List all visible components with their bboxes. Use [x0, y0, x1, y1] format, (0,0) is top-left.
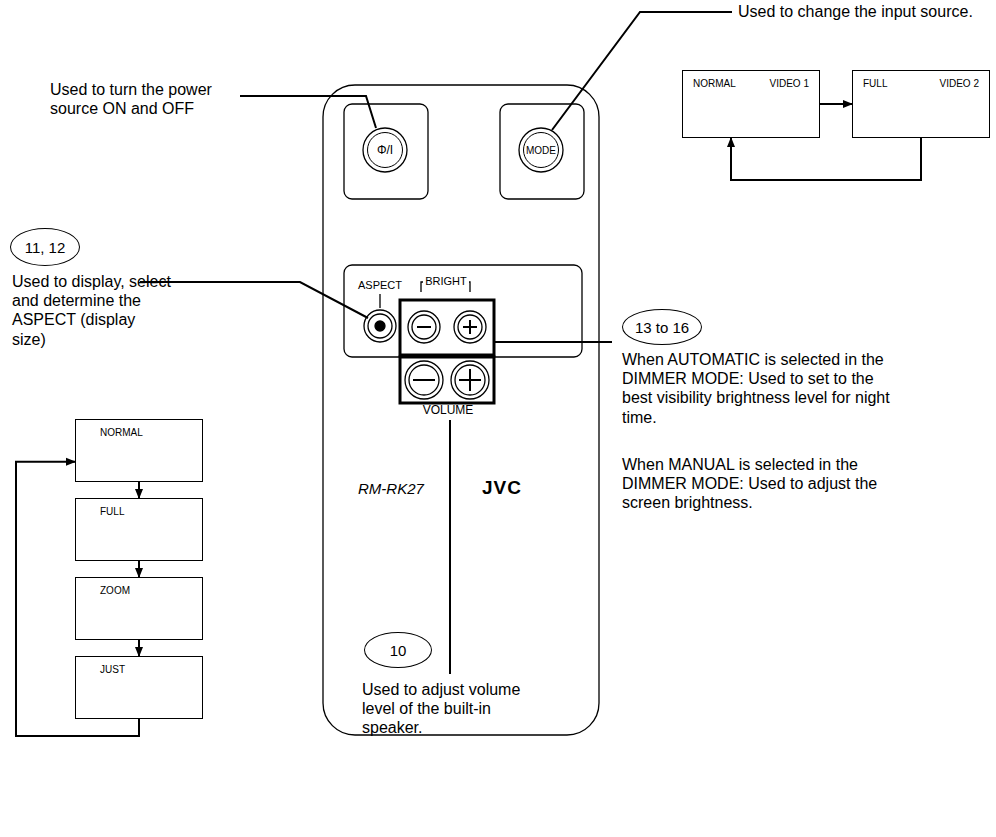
- leader-line: [449, 420, 451, 674]
- box-text: FULL: [863, 78, 887, 89]
- box-text: NORMAL: [693, 78, 736, 89]
- minus-sign: [417, 326, 431, 328]
- button-label: ASPECT: [358, 279, 402, 292]
- leader-line: [140, 282, 368, 318]
- box-text: VIDEO 1: [770, 78, 809, 89]
- function-note: When AUTOMATIC is selected in the DIMMER…: [622, 350, 892, 427]
- function-note: Used to display, select and determine th…: [12, 272, 172, 349]
- plus-sign: [469, 369, 471, 391]
- cycle-arrow: [731, 138, 921, 180]
- bright-plus-inner: [458, 315, 482, 339]
- bright-minus-inner: [412, 315, 436, 339]
- function-note: Used to change the input source.: [738, 2, 978, 21]
- power-button: Φ/I: [367, 132, 403, 168]
- mode-button-ring: [519, 128, 563, 172]
- power-panel: [344, 104, 428, 199]
- power-button-ring: [363, 128, 407, 172]
- cycle-arrow: [138, 561, 140, 577]
- box-text: Φ/I: [377, 143, 393, 157]
- cycle-arrow: [138, 640, 140, 656]
- middle-panel: [344, 265, 582, 357]
- volume-plus-button: [451, 361, 489, 399]
- box-text: ZOOM: [100, 585, 130, 596]
- screen-box: JUST: [75, 656, 203, 719]
- box-text: NORMAL: [100, 427, 143, 438]
- callout-number: 13 to 16: [622, 309, 702, 345]
- volume-minus-inner: [409, 365, 439, 395]
- screen-box: FULL VIDEO 2: [852, 70, 990, 138]
- mode-panel: [500, 104, 584, 199]
- button-label: VOLUME: [423, 403, 474, 417]
- cycle-arrow: [820, 103, 852, 105]
- screen-box: NORMAL VIDEO 1: [682, 70, 820, 138]
- callout-text: 10: [390, 642, 407, 659]
- volume-minus-button: [405, 361, 443, 399]
- callout-text: 13 to 16: [635, 319, 689, 336]
- aspect-dot: [375, 321, 385, 331]
- aspect-button-inner: [368, 314, 392, 338]
- volume-frame: [400, 357, 494, 403]
- screen-box: FULL: [75, 498, 203, 561]
- box-text: MODE: [526, 145, 556, 156]
- callout-number: 11, 12: [10, 228, 80, 266]
- box-text: VIDEO 2: [940, 78, 979, 89]
- leader-line: [494, 341, 612, 343]
- box-text: FULL: [100, 506, 124, 517]
- plus-sign: [469, 320, 471, 334]
- function-note: When MANUAL is selected in the DIMMER MO…: [622, 455, 892, 513]
- box-text: JUST: [100, 664, 125, 675]
- screen-box: NORMAL: [75, 419, 203, 482]
- screen-box: ZOOM: [75, 577, 203, 640]
- model-number: RM-RK27: [358, 480, 424, 498]
- callout-number: 10: [364, 632, 432, 668]
- cycle-arrow: [138, 482, 140, 498]
- aspect-button: [364, 310, 396, 342]
- bright-frame: [400, 300, 494, 355]
- minus-sign: [413, 379, 435, 381]
- bright-plus-button: [454, 311, 486, 343]
- function-note: Used to turn the power source ON and OFF: [50, 80, 235, 118]
- function-note: Used to adjust volume level of the built…: [362, 680, 552, 738]
- remote-body: [323, 85, 599, 735]
- brand-logo: JVC: [482, 477, 522, 500]
- bright-minus-button: [408, 311, 440, 343]
- mode-button: MODE: [523, 132, 559, 168]
- button-label: BRIGHT: [423, 275, 469, 288]
- aspect-tick: [379, 294, 380, 308]
- callout-text: 11, 12: [25, 239, 66, 256]
- volume-plus-inner: [455, 365, 485, 395]
- leader-line: [240, 96, 376, 128]
